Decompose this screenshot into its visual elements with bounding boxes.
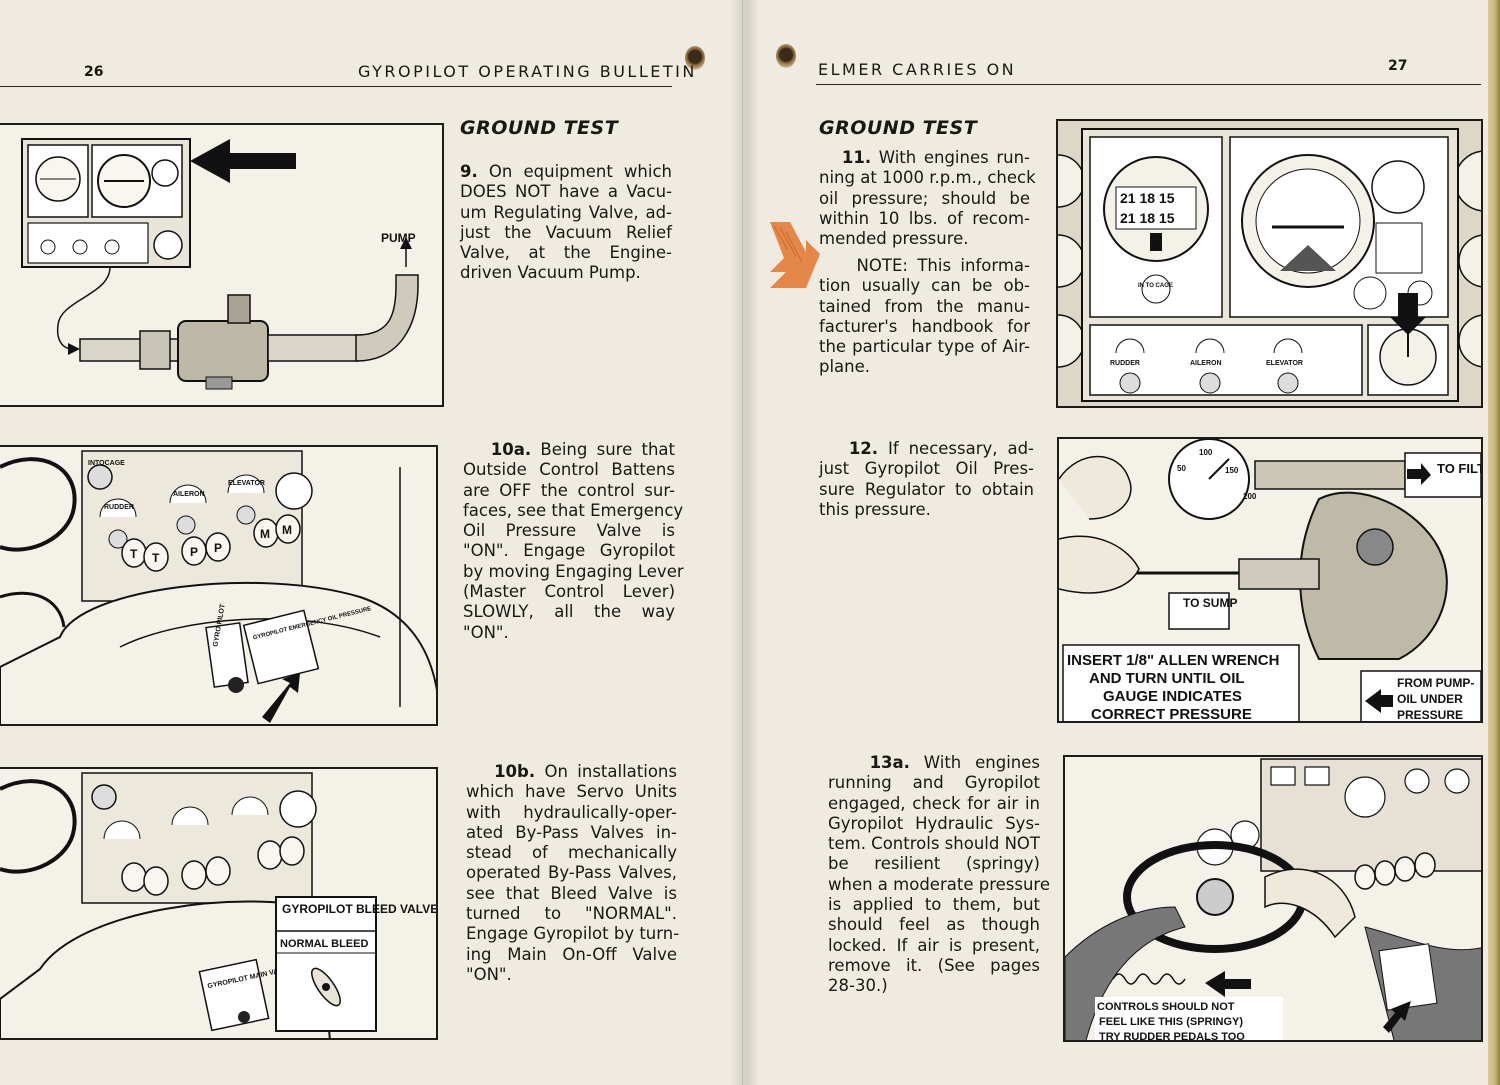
figure-control-wheel: CONTROLS SHOULD NOT FEEL LIKE THIS (SPRI… (1063, 755, 1483, 1042)
svg-text:T: T (130, 547, 138, 561)
binding-hole-right (776, 44, 796, 68)
heading-ground-test-right: GROUND TEST (819, 117, 978, 139)
step-13a-text: 13a. With engines running and Gyropilot … (828, 753, 1050, 996)
running-head-left: GYROPILOT OPERATING BULLETIN (358, 62, 697, 81)
svg-text:RUDDER: RUDDER (1110, 360, 1140, 367)
step-10b-text: 10b. On installations which have Servo U… (466, 762, 680, 984)
fig6-caption-3: TRY RUDDER PEDALS TOO (1099, 1031, 1245, 1042)
svg-text:CORRECT PRESSURE: CORRECT PRESSURE (1091, 706, 1252, 723)
step-11-number: 11. (841, 148, 872, 167)
svg-text:AND TURN UNTIL OIL: AND TURN UNTIL OIL (1089, 670, 1245, 687)
svg-text:50: 50 (1177, 464, 1186, 473)
fig6-caption-2: FEEL LIKE THIS (SPRINGY) (1099, 1016, 1243, 1028)
svg-text:100: 100 (1199, 448, 1213, 457)
svg-text:RUDDER: RUDDER (104, 504, 134, 511)
svg-text:AILERON: AILERON (1190, 360, 1222, 367)
orange-pointer-arrow (770, 222, 820, 288)
svg-text:FROM PUMP-: FROM PUMP- (1397, 676, 1474, 690)
svg-text:T: T (152, 551, 160, 565)
book-edge (1488, 0, 1500, 1085)
svg-text:ELEVATOR: ELEVATOR (1266, 360, 1303, 367)
page-number-right: 27 (1388, 58, 1408, 74)
step-9-text: 9. On equipment which DOES NOT have a Va… (460, 162, 673, 283)
binding-hole-left (685, 46, 705, 70)
svg-text:GAUGE INDICATES: GAUGE INDICATES (1103, 688, 1242, 705)
svg-text:PRESSURE: PRESSURE (1397, 708, 1463, 722)
header-rule-right (816, 84, 1481, 85)
step-13a-number: 13a. (869, 753, 910, 772)
heading-ground-test-left: GROUND TEST (460, 117, 619, 139)
svg-text:21 18 15: 21 18 15 (1120, 190, 1175, 206)
book-gutter (730, 0, 760, 1085)
svg-text:IN TO CAGE: IN TO CAGE (1138, 283, 1173, 289)
svg-text:INSERT 1/8" ALLEN WRENCH: INSERT 1/8" ALLEN WRENCH (1067, 652, 1279, 669)
running-head-right: ELMER CARRIES ON (818, 60, 1017, 79)
svg-text:150: 150 (1225, 466, 1239, 475)
figure-bleed-valve: GYROPILOT MAIN VALVE GYROPILOT BLEED VAL… (0, 767, 438, 1040)
note-text: NOTE: This informa- tion usually can be … (819, 256, 1031, 377)
svg-text:NORMAL BLEED: NORMAL BLEED (280, 938, 368, 950)
figure-engaging-lever: INTOCAGE RUDDER AILERON ELEVATOR T T P P… (0, 445, 438, 726)
step-12-text: 12. If necessary, ad- just Gyropilot Oil… (819, 439, 1034, 519)
svg-text:OIL UNDER: OIL UNDER (1397, 692, 1463, 706)
svg-text:TO FILTER: TO FILTER (1437, 461, 1483, 476)
step-11-text: 11. With engines run- ning at 1000 r.p.m… (819, 148, 1036, 249)
step-12-number: 12. (848, 439, 879, 458)
fig6-caption-1: CONTROLS SHOULD NOT (1097, 1001, 1235, 1013)
pump-label: PUMP (381, 231, 416, 245)
svg-text:21 18 15: 21 18 15 (1120, 210, 1175, 226)
bleed-valve-title: GYROPILOT BLEED VALVE (282, 902, 438, 916)
figure-instrument-panel: 21 18 15 21 18 15 IN TO CAGE RUDDER AILE… (1056, 119, 1483, 408)
header-rule-left (0, 86, 672, 87)
svg-text:ELEVATOR: ELEVATOR (228, 480, 265, 487)
step-10a-text: 10a. Being sure that Outside Control Bat… (463, 440, 684, 642)
svg-text:INTOCAGE: INTOCAGE (88, 460, 125, 467)
figure-oil-regulator: 100 50 150 200 TO FILTER TO SUMP INSERT … (1057, 437, 1483, 723)
svg-text:AILERON: AILERON (173, 491, 205, 498)
step-9-number: 9. (460, 162, 478, 181)
svg-text:TO SUMP: TO SUMP (1183, 596, 1237, 610)
svg-text:M: M (260, 527, 270, 541)
svg-text:P: P (190, 545, 198, 559)
step-10a-number: 10a. (490, 440, 532, 459)
step-10b-number: 10b. (494, 762, 536, 781)
svg-text:200: 200 (1243, 492, 1257, 501)
svg-text:M: M (282, 523, 292, 537)
page-number-left: 26 (84, 64, 104, 80)
figure-vacuum-pump: PUMP (0, 123, 444, 407)
svg-text:P: P (214, 541, 222, 555)
